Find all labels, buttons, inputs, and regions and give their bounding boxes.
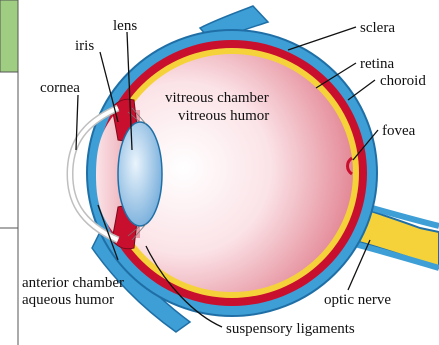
lens (118, 122, 162, 226)
label-vitreous-humor: vitreous humor (178, 108, 269, 124)
label-fovea: fovea (382, 123, 416, 139)
pointer-sclera (288, 27, 356, 50)
label-suspensory-ligaments: suspensory ligaments (226, 321, 355, 337)
pointer-choroid (348, 80, 375, 100)
label-iris: iris (75, 38, 94, 54)
label-anterior-chamber: anterior chamber (22, 275, 124, 291)
label-vitreous-chamber: vitreous chamber (165, 90, 269, 106)
label-optic-nerve: optic nerve (324, 292, 391, 308)
page-frame (0, 0, 18, 345)
label-retina: retina (360, 56, 394, 72)
label-aqueous-humor: aqueous humor (22, 292, 114, 308)
green-tab (0, 0, 18, 72)
label-sclera: sclera (360, 20, 395, 36)
label-lens: lens (113, 18, 137, 34)
label-choroid: choroid (380, 73, 426, 89)
label-cornea: cornea (40, 80, 80, 96)
